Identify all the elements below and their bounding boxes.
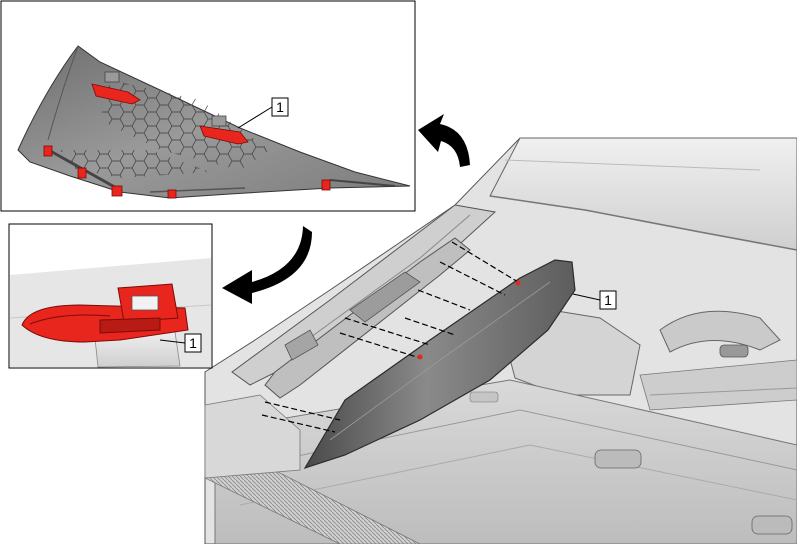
callout-label: 1 (604, 292, 612, 308)
inset-trim-panel: 1 (0, 0, 416, 212)
callout-main-view: 1 (599, 290, 617, 310)
callout-label: 1 (189, 335, 197, 351)
trim-clips (43, 83, 331, 199)
clip-marker (417, 354, 423, 360)
curved-arrow-icon (418, 114, 470, 167)
callout-top-inset: 1 (271, 97, 289, 117)
alignment-lines (261, 241, 519, 433)
inset-clip-detail: 1 (8, 223, 213, 369)
callout-label: 1 (276, 99, 284, 115)
clip-marker (515, 280, 521, 286)
callout-bottom-inset: 1 (184, 333, 202, 353)
curved-arrow-icon (222, 226, 312, 304)
